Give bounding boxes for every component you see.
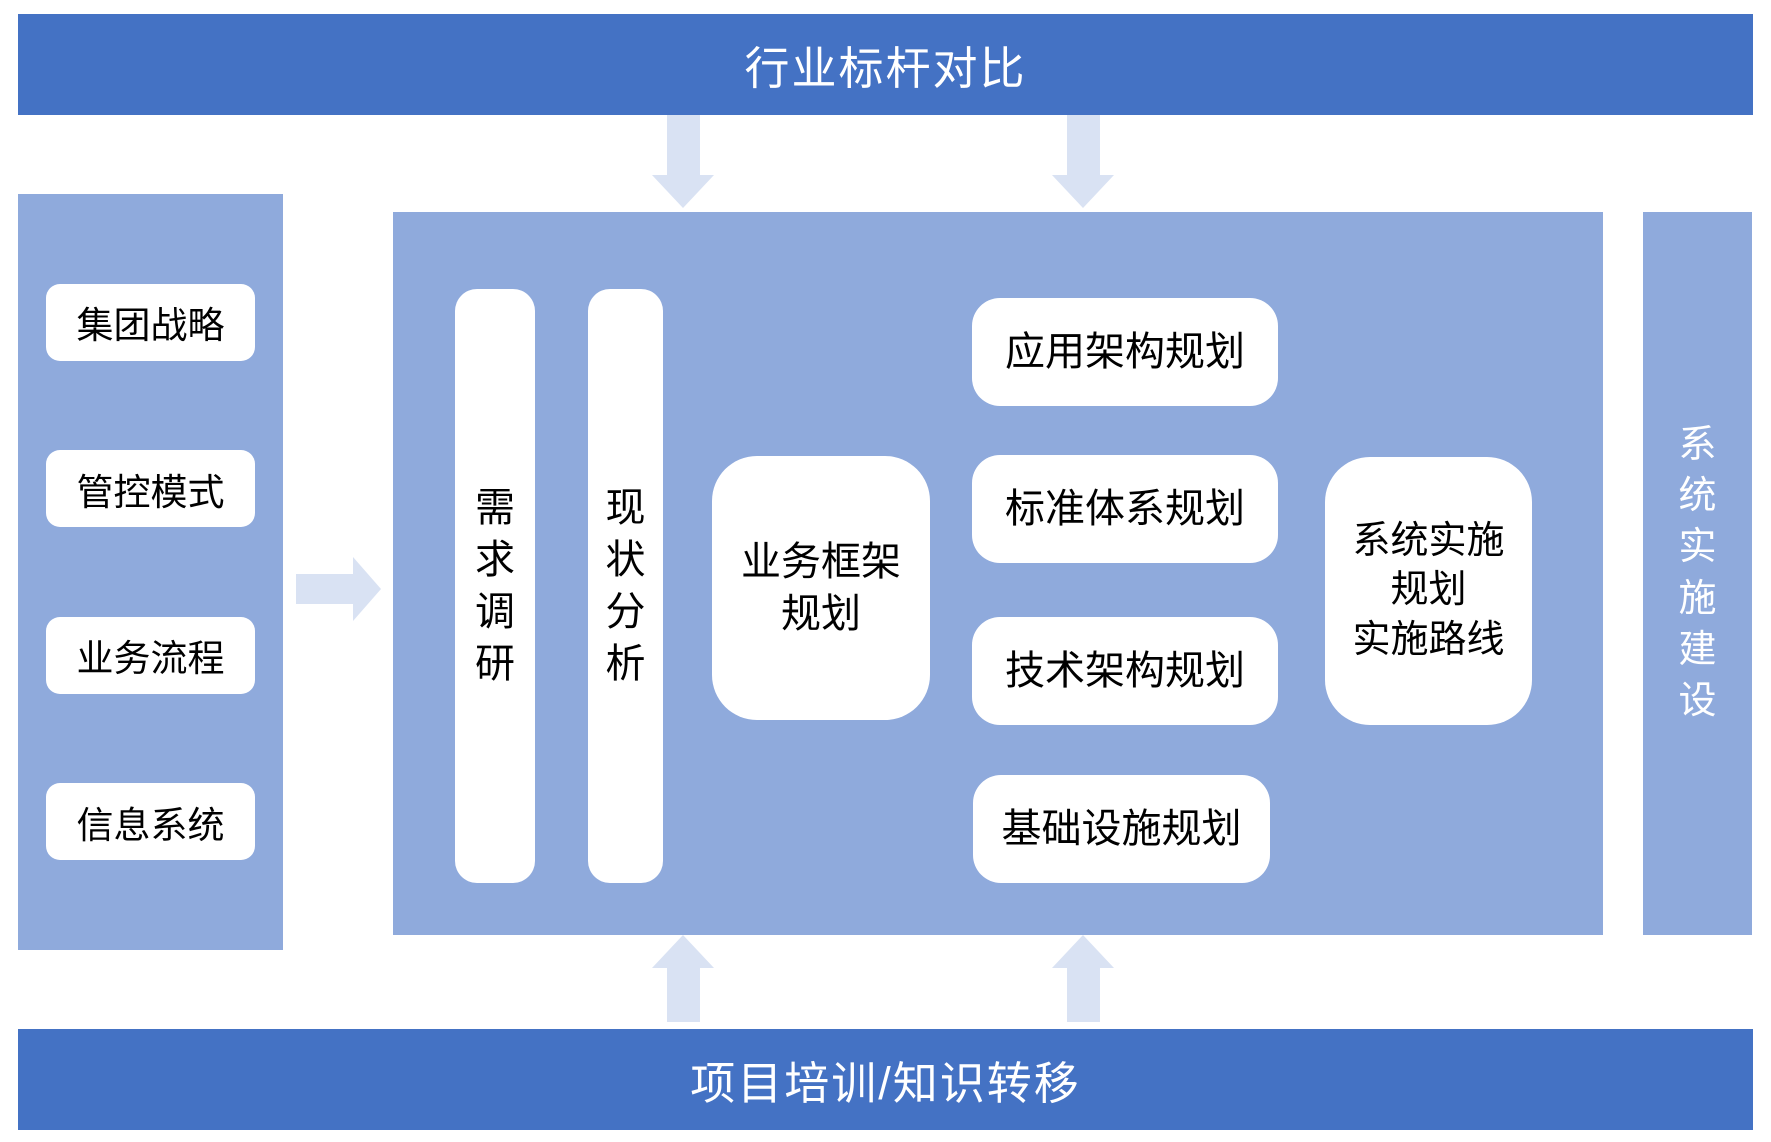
technology-architecture-planning-label: 技术架构规划 [1005, 649, 1245, 693]
center-panel: 需求调研 现状分析 业务框架 规划 应用架构规划 标准体系规划 技术架构规划 基… [393, 212, 1603, 935]
left-sidebar: 集团战略 管控模式 业务流程 信息系统 [18, 194, 283, 950]
application-architecture-planning-box: 应用架构规划 [972, 298, 1278, 406]
business-framework-planning-label: 业务框架 规划 [741, 540, 901, 636]
requirements-research-label: 需求调研 [475, 486, 515, 686]
arrow-shaft [296, 574, 353, 604]
project-training-label: 项目培训/知识转移 [690, 1058, 1081, 1109]
standards-system-planning-box: 标准体系规划 [972, 455, 1278, 563]
group-strategy-label: 集团战略 [76, 305, 225, 347]
standards-system-planning-label: 标准体系规划 [1005, 487, 1245, 531]
technology-architecture-planning-box: 技术架构规划 [972, 617, 1278, 725]
control-model-label: 管控模式 [76, 471, 225, 513]
industry-benchmark-label: 行业标杆对比 [744, 43, 1027, 94]
group-strategy-box: 集团战略 [46, 283, 255, 361]
arrow-head-right-icon [353, 557, 381, 621]
industry-benchmark-banner: 行业标杆对比 [18, 14, 1753, 115]
top-down-arrow-right [1052, 115, 1114, 208]
status-analysis-label: 现状分析 [605, 486, 646, 686]
business-framework-planning-box: 业务框架 规划 [712, 456, 930, 720]
arrow-head-down-icon [652, 175, 714, 208]
information-system-box: 信息系统 [46, 783, 255, 861]
application-architecture-planning-label: 应用架构规划 [1005, 330, 1245, 374]
system-implementation-roadmap-box: 系统实施 规划 实施路线 [1325, 457, 1532, 725]
infrastructure-planning-label: 基础设施规划 [1001, 807, 1242, 851]
business-process-box: 业务流程 [46, 616, 255, 694]
arrow-head-up-icon [652, 935, 714, 968]
arrow-shaft [666, 968, 700, 1022]
system-implementation-roadmap-label: 系统实施 规划 实施路线 [1352, 519, 1505, 661]
control-model-box: 管控模式 [46, 450, 255, 528]
bottom-up-arrow-left [652, 935, 714, 1022]
arrow-head-up-icon [1052, 935, 1114, 968]
system-implementation-sidebar-label: 系统实施建设 [1678, 423, 1717, 723]
status-analysis-bar: 现状分析 [588, 289, 663, 883]
information-system-label: 信息系统 [76, 804, 225, 846]
arrow-shaft [666, 115, 700, 175]
arrow-shaft [1066, 968, 1100, 1022]
infrastructure-planning-box: 基础设施规划 [973, 775, 1270, 883]
project-training-banner: 项目培训/知识转移 [18, 1029, 1753, 1130]
bottom-up-arrow-right [1052, 935, 1114, 1022]
system-implementation-sidebar: 系统实施建设 [1643, 212, 1752, 935]
arrow-shaft [1066, 115, 1100, 175]
arrow-head-down-icon [1052, 175, 1114, 208]
left-right-arrow [296, 557, 381, 621]
requirements-research-bar: 需求调研 [455, 289, 535, 883]
top-down-arrow-left [652, 115, 714, 208]
business-process-label: 业务流程 [76, 638, 225, 680]
